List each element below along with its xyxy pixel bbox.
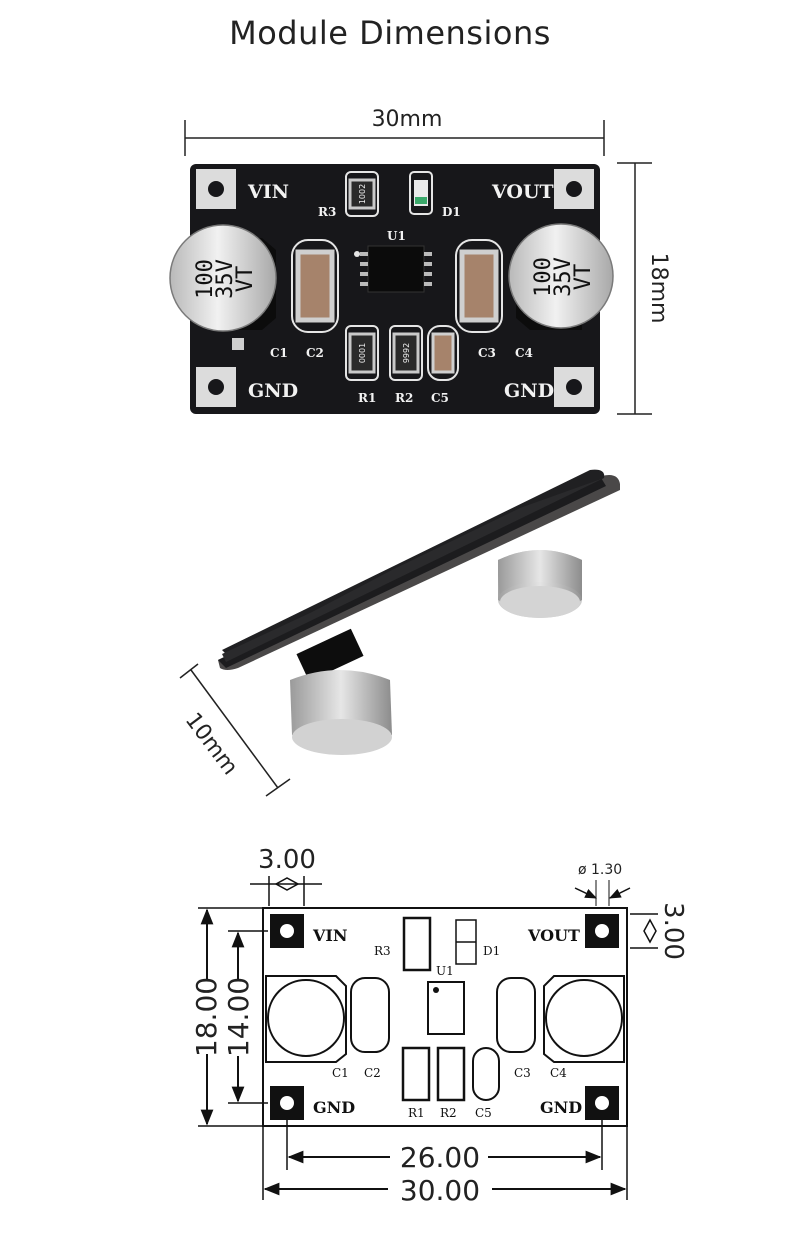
resistor-r3: 1002 [345, 171, 379, 217]
drawing-r1-outline [401, 1046, 431, 1102]
silk-c2: C2 [306, 346, 324, 360]
silk-r1: R1 [358, 391, 376, 405]
ceramic-cap-c2 [291, 239, 339, 333]
silk-d1: D1 [442, 205, 461, 219]
silk-gnd-right: GND [504, 380, 554, 402]
drawing-pads [270, 914, 619, 1120]
silk-r2: R2 [395, 391, 413, 405]
drawing-c1-outline [265, 975, 347, 1063]
technical-drawing: VIN VOUT GND GND R3 D1 U1 C1 C2 C3 C4 R1… [190, 845, 688, 1207]
silk-vin: VIN [247, 181, 289, 203]
height-outer-label: 18.00 [190, 977, 223, 1057]
pad-spacing-label: 3.00 [258, 845, 316, 875]
small-pad [232, 338, 244, 350]
hole-diameter-label: ø 1.30 [578, 862, 622, 878]
svg-text:VT: VT [233, 266, 258, 293]
electrolytic-cap-c1: 100 35V VT [169, 224, 277, 332]
svg-text:VT: VT [571, 264, 596, 291]
height-inner-label: 14.00 [222, 977, 255, 1057]
drawing-c3: C3 [514, 1066, 531, 1080]
silk-c3: C3 [478, 346, 496, 360]
drawing-r2: R2 [440, 1106, 457, 1120]
drawing-c5-outline [472, 1047, 500, 1101]
corner-pads [196, 169, 594, 407]
svg-text:35V: 35V [551, 257, 576, 297]
svg-text:100: 100 [531, 257, 556, 297]
drawing-c1: C1 [332, 1066, 349, 1080]
silk-c4: C4 [515, 346, 533, 360]
capacitor-c5 [427, 325, 459, 381]
resistor-r2: 9992 [389, 325, 423, 381]
width-label: 30mm [372, 107, 443, 132]
silk-u1: U1 [387, 229, 406, 243]
svg-text:35V: 35V [213, 259, 238, 299]
width-outer-label: 30.00 [400, 1174, 480, 1207]
drawing-c2-outline [350, 977, 390, 1053]
drawing-c5: C5 [475, 1106, 492, 1120]
top-photo: 30mm 18mm VIN VOUT GND GND R3 D1 U1 C1 C… [169, 107, 671, 415]
drawing-u1-outline [427, 981, 465, 1035]
silk-c1: C1 [270, 346, 288, 360]
silk-r3: R3 [318, 205, 336, 219]
height-label: 18mm [646, 253, 671, 324]
svg-text:9992: 9992 [402, 343, 411, 363]
drawing-r2-outline [436, 1046, 466, 1102]
drawing-c2: C2 [364, 1066, 381, 1080]
svg-text:100: 100 [193, 259, 218, 299]
silk-c5: C5 [431, 391, 449, 405]
side-height-label: 10mm [180, 708, 243, 780]
drawing-r3: R3 [374, 944, 391, 958]
chip-u1 [354, 245, 432, 293]
svg-text:0001: 0001 [358, 343, 367, 363]
drawing-vin: VIN [312, 926, 348, 945]
drawing-c3-outline [496, 977, 536, 1053]
side-height-dimension-line [190, 669, 279, 789]
drawing-r3-outline [402, 916, 432, 972]
right-offset-label: 3.00 [658, 902, 688, 960]
silk-gnd-left: GND [248, 380, 298, 402]
width-inner-label: 26.00 [400, 1141, 480, 1174]
drawing-c4-outline [543, 975, 625, 1063]
drawing-u1: U1 [436, 964, 454, 978]
svg-text:1002: 1002 [358, 184, 367, 204]
side-cap-front [290, 670, 392, 755]
page-title: Module Dimensions [229, 14, 551, 52]
drawing-gnd-left: GND [313, 1098, 355, 1117]
side-photo: 10mm [179, 469, 620, 797]
ceramic-cap-c3 [455, 239, 503, 333]
drawing-gnd-right: GND [540, 1098, 582, 1117]
side-cap-back [498, 550, 582, 618]
silk-vout: VOUT [491, 181, 554, 203]
drawing-r1: R1 [408, 1106, 425, 1120]
drawing-vout: VOUT [527, 926, 580, 945]
drawing-outline [262, 907, 628, 1127]
drawing-c4: C4 [550, 1066, 567, 1080]
led-d1 [409, 171, 433, 215]
resistor-r1: 0001 [345, 325, 379, 381]
drawing-d1: D1 [483, 944, 500, 958]
electrolytic-cap-c4: 100 35V VT [508, 223, 614, 330]
